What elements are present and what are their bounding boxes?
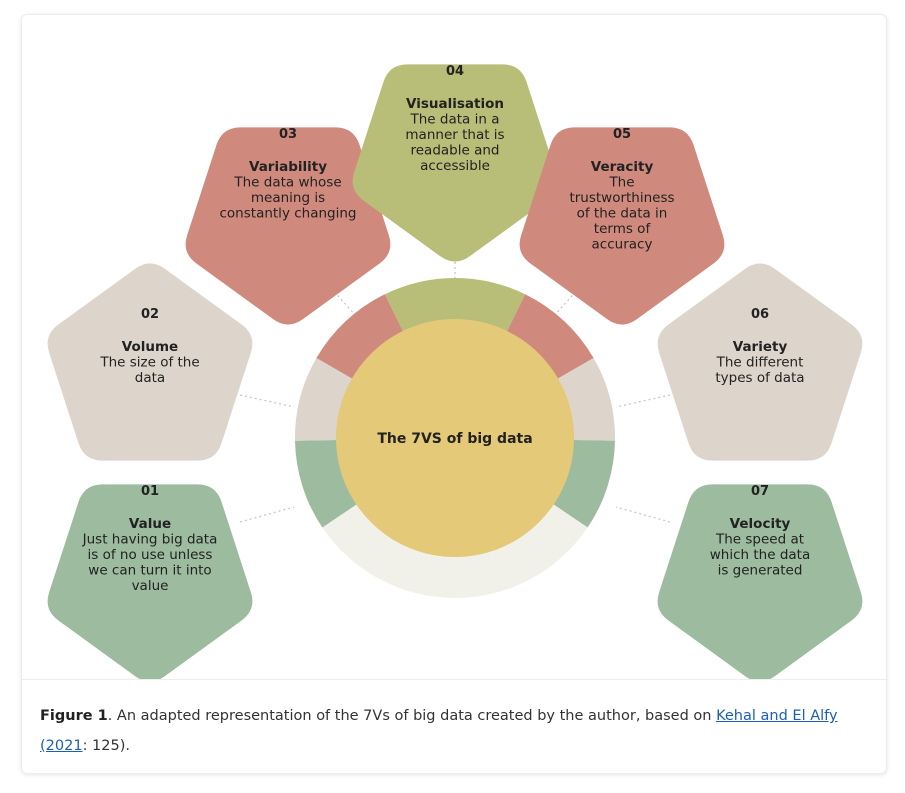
- item-title: Value: [129, 516, 171, 532]
- item-description-line: The: [608, 175, 634, 191]
- center-label: The 7VS of big data: [377, 431, 532, 447]
- pentagon-shape: [657, 263, 863, 461]
- item-description-line: we can turn it into: [88, 563, 211, 579]
- item-description-line: manner that is: [405, 127, 504, 143]
- item-description-line: readable and: [411, 143, 500, 159]
- connector-line-07: [615, 506, 671, 523]
- item-description-line: The data in a: [410, 112, 500, 128]
- item-number: 01: [141, 484, 159, 499]
- caption-text: . An adapted representation of the 7Vs o…: [107, 708, 717, 724]
- item-description-line: accuracy: [592, 237, 653, 253]
- connector-line-02: [239, 394, 295, 408]
- item-description-line: is generated: [718, 563, 803, 579]
- item-title: Visualisation: [406, 96, 504, 112]
- pentagon-shape: [657, 484, 863, 679]
- item-number: 04: [446, 64, 464, 79]
- item-description-line: Just having big data: [82, 532, 218, 548]
- item-description-line: constantly changing: [220, 206, 357, 222]
- item-description-line: accessible: [420, 158, 490, 174]
- ring-segment-variability: [316, 294, 404, 379]
- center-circle: [336, 319, 574, 557]
- outer-ring: [295, 278, 615, 598]
- divider: [22, 679, 888, 680]
- item-number: 03: [279, 127, 297, 142]
- connector-line-03: [320, 276, 358, 318]
- item-title: Velocity: [730, 516, 791, 532]
- item-description-line: value: [132, 578, 169, 594]
- item-number: 02: [141, 307, 159, 322]
- caption-text-end: : 125).: [82, 738, 130, 754]
- ring-segment-veracity: [506, 294, 594, 379]
- connector-line-06: [615, 394, 671, 408]
- item-description-line: meaning is: [251, 190, 325, 206]
- item-description-line: is of no use unless: [88, 547, 213, 563]
- item-description-line: data: [135, 370, 165, 386]
- pentagon-shape: [519, 127, 725, 325]
- pentagon-shape: [47, 263, 253, 461]
- item-description-line: The different: [716, 355, 804, 371]
- item-title: Veracity: [591, 159, 654, 175]
- ring-segment-velocity: [552, 440, 615, 528]
- item-description-line: trustworthiness: [569, 190, 674, 206]
- item-description-line: The speed at: [715, 532, 804, 548]
- ring-segment-empty: [322, 503, 588, 598]
- item-number: 06: [751, 307, 769, 322]
- item-title: Variety: [733, 339, 788, 355]
- connector-line-05: [552, 276, 590, 318]
- item-description-line: which the data: [710, 547, 810, 563]
- item-description-line: types of data: [715, 370, 804, 386]
- ring-segment-value: [295, 440, 358, 528]
- ring-segment-visualisation: [384, 278, 526, 332]
- item-description-line: The size of the: [99, 355, 199, 371]
- item-description-line: terms of: [594, 221, 652, 237]
- item-number: 07: [751, 484, 769, 499]
- item-title: Variability: [249, 159, 327, 175]
- item-number: 05: [613, 127, 631, 142]
- pentagon-shape: [185, 127, 391, 325]
- item-title: Volume: [122, 339, 178, 355]
- pentagon-shape: [47, 484, 253, 679]
- citation-link[interactable]: Kehal and El Alfy (2021: [40, 708, 838, 754]
- item-description-line: The data whose: [233, 175, 341, 191]
- caption-label: Figure 1: [40, 708, 108, 724]
- item-description-line: of the data in: [577, 206, 668, 222]
- pentagon-shape: [352, 64, 558, 262]
- figure-caption: Figure 1. An adapted representation of t…: [40, 701, 860, 761]
- connector-line-01: [239, 506, 295, 523]
